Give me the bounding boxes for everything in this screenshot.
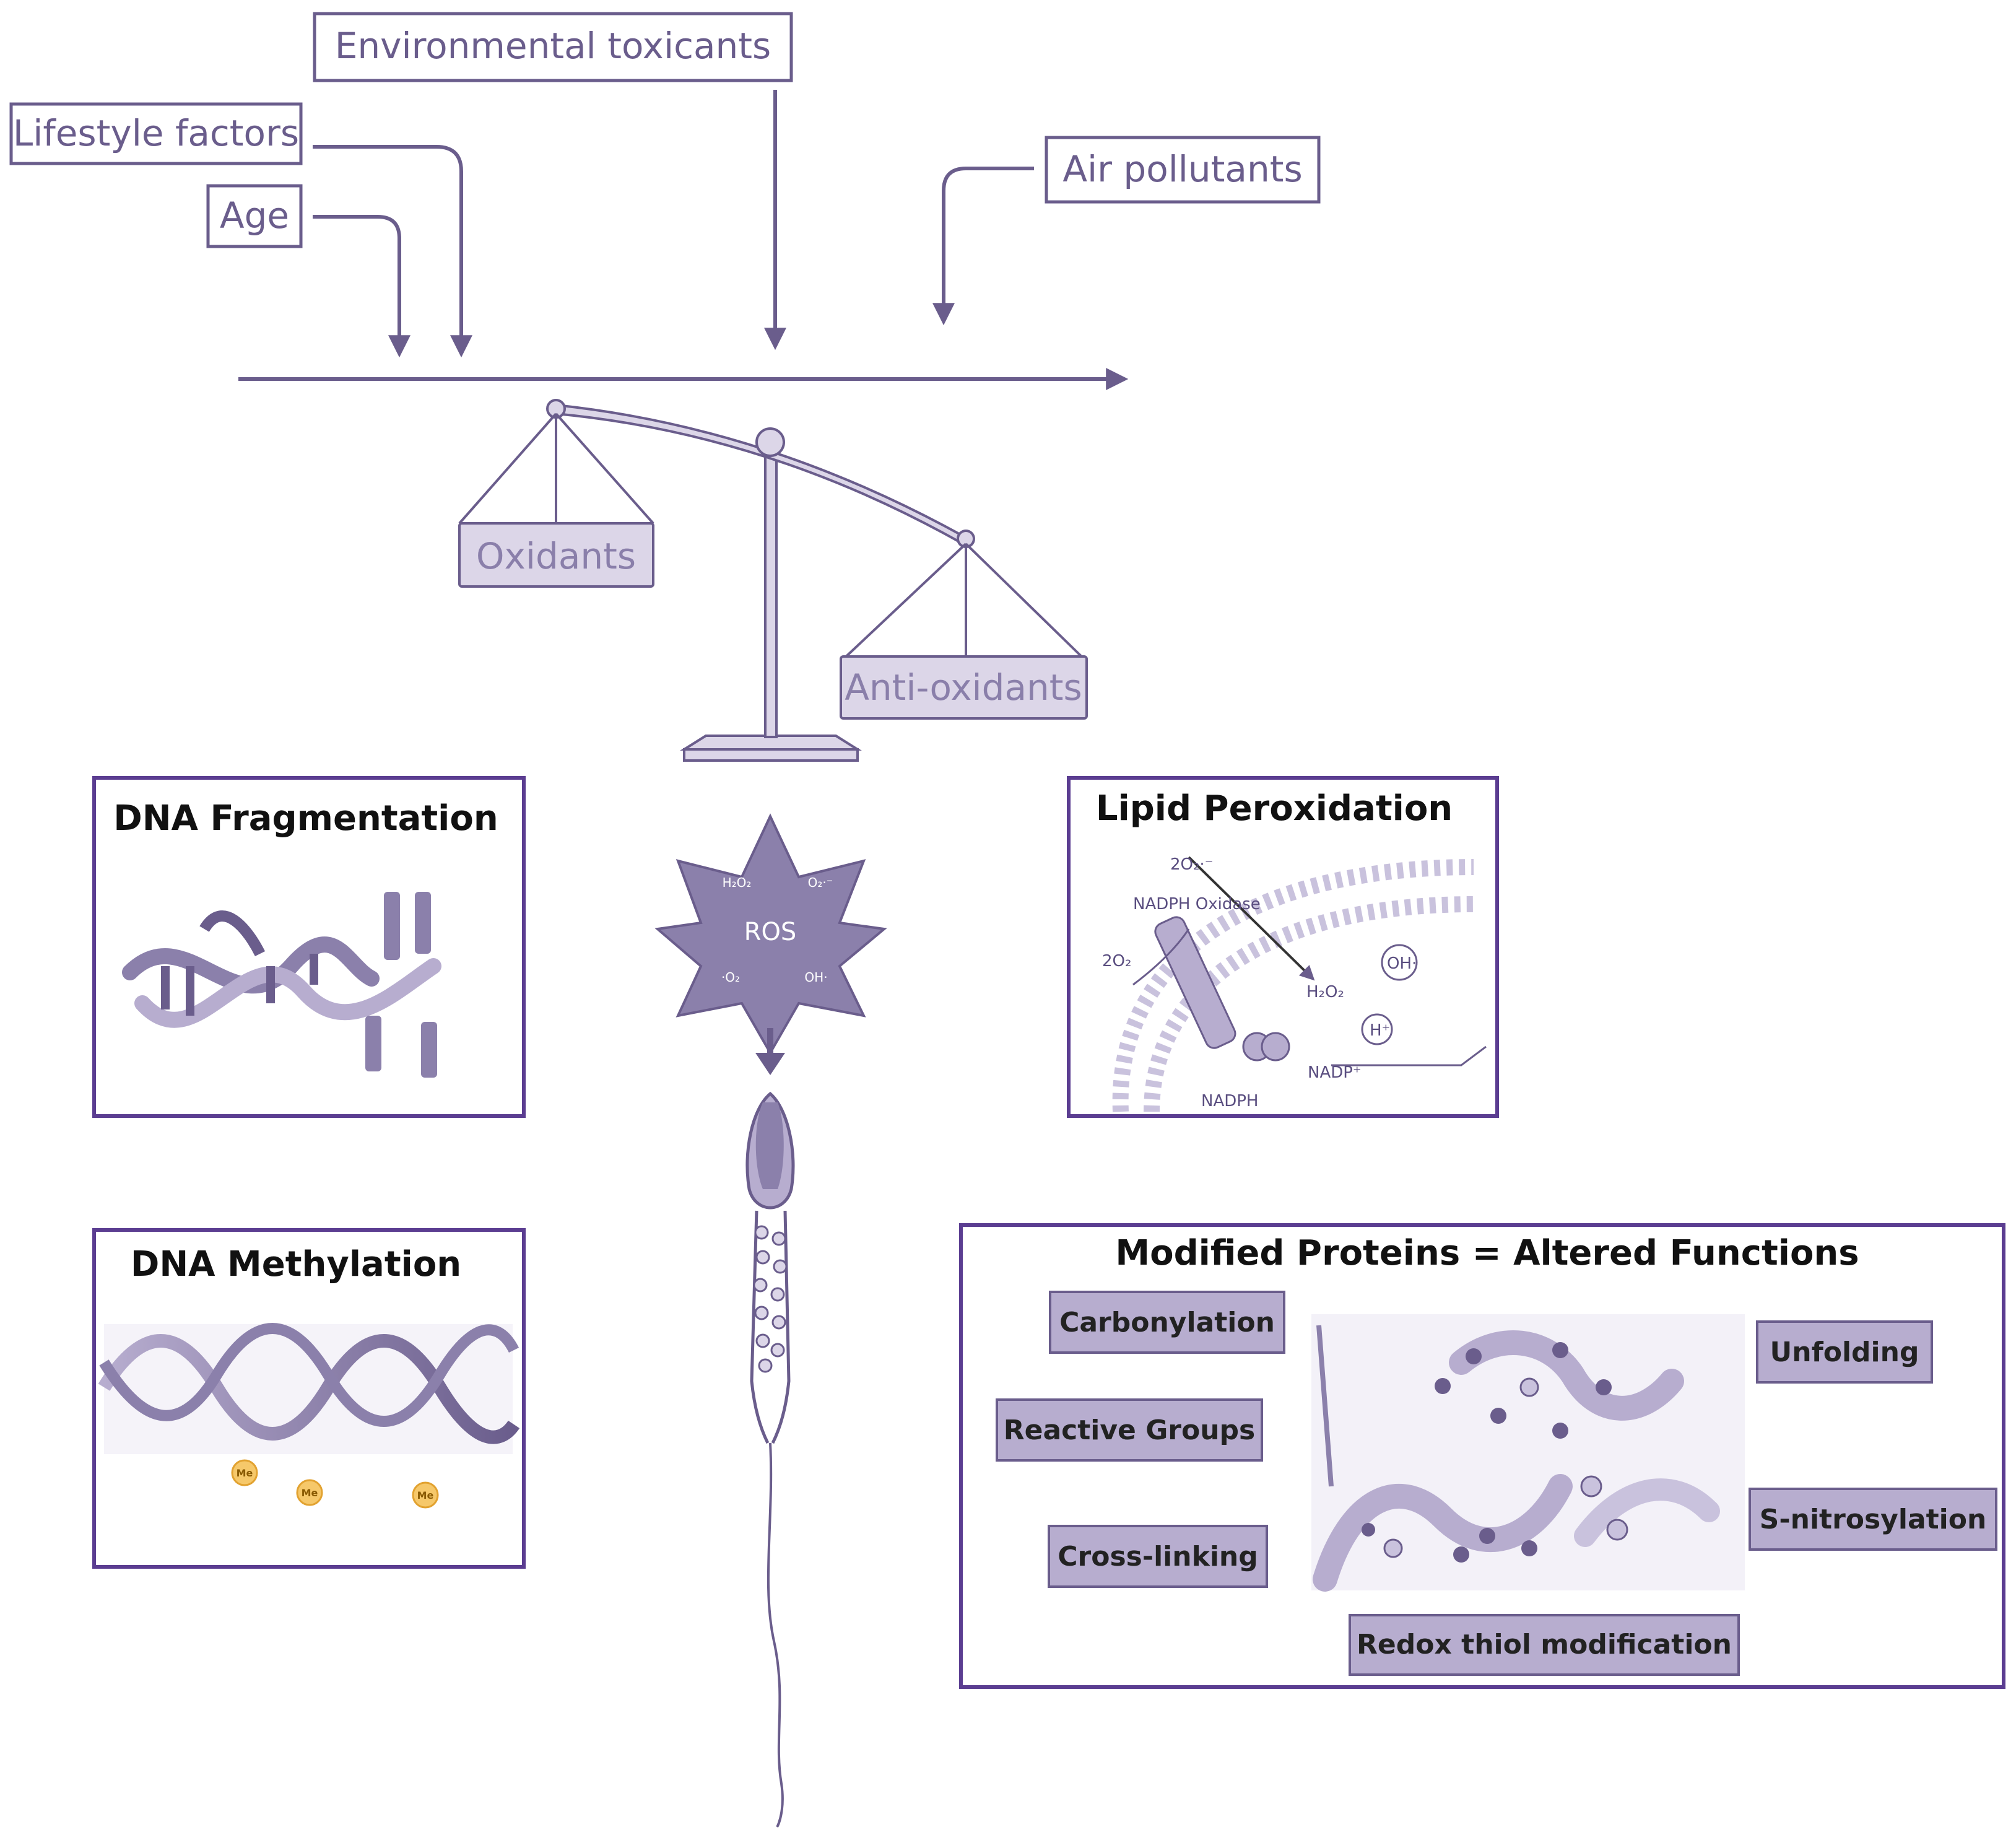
- balance-scale: Oxidants Anti-oxidants: [458, 399, 1088, 762]
- factor-age: Age: [206, 184, 303, 248]
- factor-air-pollutants: Air pollutants: [1045, 136, 1321, 204]
- tag-label: Carbonylation: [1059, 1307, 1275, 1338]
- ros-arrow: [755, 1053, 785, 1075]
- ros-species: OH·: [804, 970, 827, 985]
- oh-label: OH·: [1387, 954, 1417, 973]
- nadph-label: NADPH: [1201, 1092, 1259, 1110]
- factor-label: Age: [220, 194, 289, 237]
- modified-proteins-panel: Modified Proteins = Altered Functions Ca…: [959, 1223, 2005, 1689]
- tag-label: S-nitrosylation: [1760, 1504, 1987, 1535]
- tag-label: Unfolding: [1770, 1336, 1919, 1368]
- tag-cross-linking: Cross-linking: [1048, 1525, 1268, 1588]
- tag-label: Redox thiol modification: [1357, 1629, 1732, 1660]
- factor-label: Environmental toxicants: [335, 25, 771, 67]
- factor-arrows: [238, 90, 1129, 390]
- protein-structure-illustration: [1311, 1314, 1745, 1592]
- oxidants-pan: Oxidants: [458, 522, 654, 588]
- air-arrow: [932, 167, 1034, 326]
- dna-methylation-panel: DNA Methylation Me Me Me: [92, 1228, 526, 1569]
- tag-s-nitrosylation: S-nitrosylation: [1749, 1488, 1997, 1551]
- membrane-illustration: NADPH Oxidase 2O₂·⁻ 2O₂ H₂O₂ OH· NADP⁺ H…: [1102, 855, 1487, 1112]
- tag-label: Reactive Groups: [1004, 1415, 1256, 1446]
- methyl-mark: Me: [231, 1459, 258, 1486]
- enzyme-label: NADPH Oxidase: [1133, 895, 1261, 913]
- ros-species: ·O₂: [721, 970, 740, 985]
- lipid-peroxidation-panel: Lipid Peroxidation NADPH Oxidase 2O₂·⁻ 2…: [1067, 776, 1499, 1118]
- h-label: H⁺: [1370, 1021, 1390, 1040]
- methyl-mark: Me: [412, 1481, 439, 1509]
- ros-species: H₂O₂: [723, 875, 752, 890]
- lifestyle-arrow: [313, 145, 472, 358]
- age-arrow: [313, 215, 411, 358]
- panel-title: DNA Fragmentation: [113, 798, 498, 839]
- sperm-cell: [745, 1091, 795, 1828]
- svg-text:Me: Me: [237, 1467, 253, 1479]
- tag-carbonylation: Carbonylation: [1049, 1291, 1285, 1354]
- dna-helix-illustration: Me Me Me: [98, 1323, 520, 1509]
- factor-lifestyle: Lifestyle factors: [9, 102, 303, 165]
- svg-text:Me: Me: [417, 1489, 434, 1501]
- panel-title: Lipid Peroxidation: [1096, 788, 1453, 829]
- nadp-label: NADP⁺: [1308, 1063, 1362, 1082]
- tag-reactive-groups: Reactive Groups: [996, 1398, 1263, 1462]
- anti-oxidants-label: Anti-oxidants: [845, 666, 1082, 709]
- factor-environmental-toxicants: Environmental toxicants: [313, 12, 793, 82]
- tag-label: Cross-linking: [1058, 1541, 1258, 1572]
- nadph-oxidase-shape: [1154, 916, 1236, 1049]
- ros-star: ROS H₂O₂ O₂·⁻ ·O₂ OH·: [654, 813, 887, 1075]
- methyl-mark: Me: [296, 1479, 323, 1506]
- panel-title: DNA Methylation: [131, 1244, 461, 1284]
- anti-oxidants-pan: Anti-oxidants: [840, 655, 1088, 720]
- oxidants-label: Oxidants: [476, 535, 636, 577]
- tag-unfolding: Unfolding: [1756, 1320, 1933, 1384]
- factor-label: Air pollutants: [1062, 148, 1302, 190]
- ros-label: ROS: [744, 918, 797, 946]
- svg-text:Me: Me: [302, 1487, 318, 1499]
- superoxide-label: 2O₂·⁻: [1170, 855, 1213, 874]
- tag-redox-thiol: Redox thiol modification: [1349, 1614, 1740, 1676]
- h2o2-label: H₂O₂: [1306, 983, 1344, 1001]
- dna-fragmentation-panel: DNA Fragmentation: [92, 776, 526, 1118]
- dna-helix-broken-illustration: [122, 892, 441, 1078]
- panel-title: Modified Proteins = Altered Functions: [1115, 1233, 1859, 1273]
- ros-species: O₂·⁻: [808, 875, 833, 890]
- factor-label: Lifestyle factors: [13, 112, 299, 154]
- o2-label: 2O₂: [1102, 952, 1131, 970]
